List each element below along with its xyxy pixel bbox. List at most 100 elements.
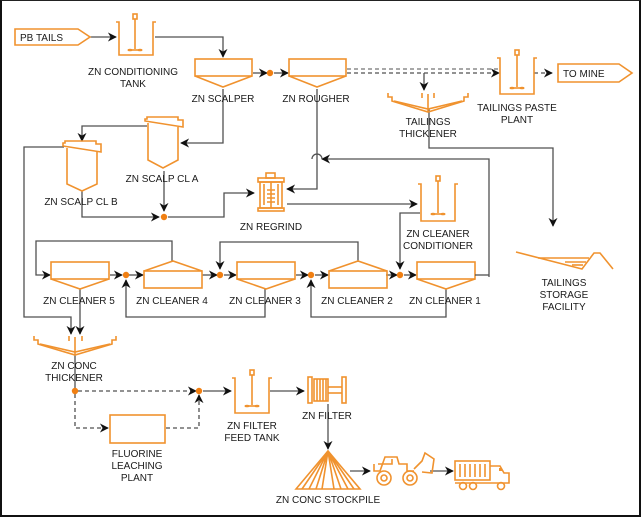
tailings-thickener[interactable]: TAILINGS THICKENER (387, 93, 469, 140)
column-cell-icon (144, 116, 184, 169)
zn-conc-thickener[interactable]: ZN CONC THICKENER (33, 336, 117, 384)
fluorine-leaching-plant[interactable]: FLUORINE LEACHING PLANT (109, 414, 166, 484)
label-line-1: ZN FILTER (302, 411, 352, 422)
zn-cleaner-conditioner[interactable]: ZN CLEANER CONDITIONER (403, 175, 473, 252)
flow-fluorine-to-junction (166, 394, 204, 429)
flotation-cell-inverted-icon (328, 260, 388, 289)
flow-rougher-to-regrind (286, 89, 318, 194)
terminal-arrow-icon (14, 28, 92, 46)
pb-tails-terminal[interactable]: PB TAILS (14, 28, 92, 46)
flotation-cell-icon (416, 261, 476, 290)
label-line-1: ZN CONDITIONING (88, 67, 178, 78)
zn-rougher[interactable]: ZN ROUGHER (282, 58, 350, 105)
regrind-mill-icon (257, 172, 285, 212)
flow-cleaner4-to-cleaner5 (35, 240, 173, 280)
label-line-1: ZN CLEANER 3 (229, 296, 301, 307)
label-line-1: ZN SCALP CL A (126, 174, 199, 185)
zn-filter[interactable]: ZN FILTER (302, 376, 352, 422)
zn-regrind[interactable]: ZN REGRIND (240, 172, 302, 233)
flotation-cell-icon (236, 261, 296, 290)
flotation-cell-icon (50, 261, 110, 290)
flow-cleaner1-tails-to-junction2 (306, 279, 447, 318)
zn-cleaner-5[interactable]: ZN CLEANER 5 (43, 261, 115, 307)
agitated-tank-icon (418, 175, 458, 222)
line-hop (311, 153, 323, 160)
to-mine-terminal[interactable]: TO MINE (557, 63, 634, 83)
flow-junction-to-regrind (168, 188, 255, 218)
flotation-cell-icon (288, 58, 347, 88)
label-line-1: ZN CLEANER 4 (136, 296, 208, 307)
tailings-paste-plant[interactable]: TAILINGS PASTE PLANT (477, 49, 557, 126)
label-line-1: TAILINGS (406, 117, 451, 128)
flow-thickener-to-tsf (428, 109, 558, 227)
stockpile-icon (294, 449, 362, 490)
filter-press-icon (307, 376, 347, 404)
zn-cleaner-3[interactable]: ZN CLEANER 3 (229, 261, 301, 307)
label-line-3: PLANT (121, 473, 153, 484)
label-line-1: ZN ROUGHER (282, 94, 349, 105)
dump-truck-icon (454, 460, 510, 491)
label-line-1: ZN CONC STOCKPILE (276, 495, 381, 506)
thickener-icon (387, 93, 469, 113)
agitated-tank-icon (232, 369, 272, 414)
zn-conditioning-tank[interactable]: ZN CONDITIONING TANK (88, 13, 178, 90)
flow-scalp-cl-b-to-conc-thickener (23, 146, 76, 335)
junction-cleaner4-feed (122, 271, 130, 279)
zn-scalper[interactable]: ZN SCALPER (192, 58, 255, 105)
junctions (71, 69, 404, 395)
zn-filter-feed-tank[interactable]: ZN FILTER FEED TANK (224, 369, 280, 444)
flow-scalper-to-scalp-cl-a (180, 89, 224, 148)
thickener-icon (33, 336, 117, 356)
front-loader[interactable] (373, 451, 435, 486)
label-line-2: LEACHING (111, 461, 162, 472)
junction-cleaner3-feed (216, 271, 224, 279)
zn-cleaner-2[interactable]: ZN CLEANER 2 (321, 260, 393, 307)
label-line-1: ZN REGRIND (240, 222, 302, 233)
dump-truck[interactable] (454, 460, 510, 491)
label-line-2: FEED TANK (224, 433, 280, 444)
zn-cleaner-1[interactable]: ZN CLEANER 1 (409, 261, 481, 307)
label-line-1: ZN CONC (51, 361, 97, 372)
flotation-cell-inverted-icon (143, 260, 203, 289)
label-line-1: TAILINGS (542, 278, 587, 289)
label-line-1: ZN CLEANER 5 (43, 296, 115, 307)
label-line-1: ZN CLEANER 2 (321, 296, 393, 307)
label-line-1: TAILINGS PASTE (477, 103, 557, 114)
to-mine-label: TO MINE (563, 69, 605, 80)
label-line-1: FLUORINE (112, 449, 163, 460)
junction-regrind-feed (160, 213, 168, 221)
junction-filter-feed (195, 387, 203, 395)
label-line-2: CONDITIONER (403, 241, 473, 252)
tailings-dam-icon (515, 251, 614, 270)
label-line-1: ZN FILTER (227, 421, 277, 432)
plant-box-icon (109, 414, 166, 444)
tailings-storage-facility[interactable]: TAILINGS STORAGE FACILITY (515, 251, 614, 313)
zn-scalp-cl-b[interactable]: ZN SCALP CL B (44, 140, 118, 208)
zn-scalp-cl-a[interactable]: ZN SCALP CL A (126, 116, 199, 185)
agitated-tank-icon (116, 13, 156, 56)
label-line-2: TANK (120, 79, 146, 90)
flow-cleaner1-tails-to-rougher (321, 154, 490, 277)
flow-scalp-cl-b-to-junction (81, 191, 160, 222)
label-line-2: STORAGE (540, 290, 589, 301)
flow-cleaner2-to-junction3 (215, 241, 359, 270)
junction-thickener-underflow (71, 387, 79, 395)
flow-cleaner3-tails-to-junction4 (121, 279, 266, 318)
junction-rougher-feed (266, 69, 274, 77)
junction-cleaner1-feed (396, 271, 404, 279)
zn-cleaner-4[interactable]: ZN CLEANER 4 (136, 260, 208, 307)
flow-scalp-cl-a-to-b (77, 125, 147, 142)
flow-lines (23, 32, 558, 476)
zn-conc-stockpile[interactable]: ZN CONC STOCKPILE (276, 449, 381, 506)
agitated-tank-icon (497, 49, 537, 95)
label-line-1: ZN SCALP CL B (44, 197, 118, 208)
label-line-1: ZN SCALPER (192, 94, 255, 105)
label-line-1: ZN CLEANER 1 (409, 296, 481, 307)
label-line-1: ZN CLEANER (406, 229, 469, 240)
label-line-2: PLANT (501, 115, 533, 126)
terminal-arrow-icon (557, 63, 634, 83)
pb-tails-label: PB TAILS (20, 33, 63, 44)
column-cell-icon (62, 140, 102, 192)
label-line-2: THICKENER (399, 129, 457, 140)
